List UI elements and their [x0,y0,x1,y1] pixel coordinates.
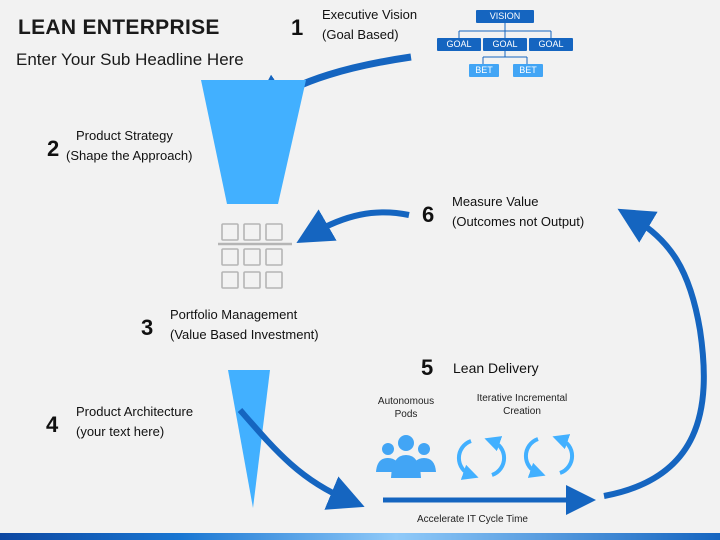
portfolio-grid-icon [218,223,292,289]
step-3-line2: (Value Based Investment) [170,327,319,342]
step-6-label: Measure Value (Outcomes not Output) [452,192,584,232]
step-5-number: 5 [421,355,434,380]
bottom-funnel [228,370,270,508]
hierarchy-connectors [458,23,552,64]
goal-node-3: GOAL [529,38,573,51]
goal-node-2: GOAL [483,38,527,51]
iterative-line2: Creation [503,406,541,417]
top-funnel [201,80,306,204]
cycle-icon-1 [456,436,507,480]
step-1-label: Executive Vision (Goal Based) [322,5,417,45]
step-2-label: Product Strategy (Shape the Approach) [66,126,192,166]
footer-bar [0,533,720,540]
pods-line2: Pods [394,409,418,420]
page-title: LEAN ENTERPRISE [18,16,220,39]
step-2-number: 2 [47,136,60,161]
page-subtitle: Enter Your Sub Headline Here [16,50,244,69]
pods-line1: Autonomous [377,396,435,407]
step-6-line1: Measure Value [452,194,539,209]
vision-node: VISION [476,10,534,23]
step-4-label: Product Architecture (your text here) [76,402,193,442]
step-6-line2: (Outcomes not Output) [452,214,585,229]
step-3-number: 3 [141,315,154,340]
bet-node-1: BET [469,64,499,77]
loop-arrow [603,208,707,499]
arrow-architecture-to-delivery [237,408,365,510]
cycle-icon-2 [523,434,575,478]
step-1-line1: Executive Vision [322,7,418,22]
pods-caption: Autonomous Pods [366,395,446,421]
accelerate-caption: Accelerate IT Cycle Time [417,514,528,525]
goal-node-1: GOAL [437,38,481,51]
step-2-line2: (Shape the Approach) [66,148,193,163]
step-5-line1: Lean Delivery [453,360,539,376]
step-1-line2: (Goal Based) [322,27,399,42]
step-2-line1: Product Strategy [76,128,173,143]
step-1-number: 1 [291,15,304,40]
step-4-line2: (your text here) [76,424,165,439]
bet-node-2: BET [513,64,543,77]
step-4-number: 4 [46,412,59,437]
iterative-line1: Iterative Incremental [476,393,568,404]
step-3-line1: Portfolio Management [170,307,298,322]
arrow-measure-to-portfolio [296,209,410,243]
step-6-number: 6 [422,202,435,227]
step-3-label: Portfolio Management (Value Based Invest… [170,305,319,345]
people-icon [376,435,436,478]
step-4-line1: Product Architecture [76,404,194,419]
iterative-caption: Iterative Incremental Creation [462,392,582,418]
